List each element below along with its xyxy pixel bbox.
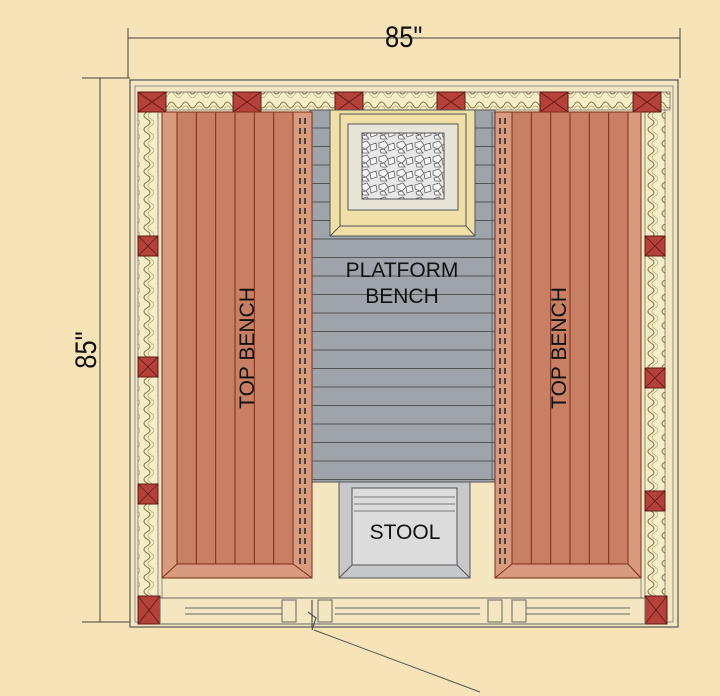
top-bench-left: TOP BENCH [161,111,313,579]
wall-post-cross [644,235,666,257]
wall-post-cross [644,490,666,512]
height-dimension: 85" [69,77,130,623]
top-bench-left-label: TOP BENCH [236,287,259,409]
width-dimension: 85" [127,20,681,78]
stool: STOOL [338,481,471,579]
wall-post-cross [334,91,364,113]
wall-post-cross [436,91,466,113]
stool-label: STOOL [370,521,441,544]
wall-post-cross [632,91,662,113]
wall-post-cross [539,91,569,113]
top-bench-right: TOP BENCH [494,111,642,579]
platform-bench-label-line1: PLATFORM [346,259,459,282]
wall-post-cross [137,91,167,113]
wall-post-cross [644,595,668,625]
wall-posts [137,91,668,625]
door-swing-line [313,629,481,693]
wall-post-cross [137,483,159,505]
platform-bench-label-line2: BENCH [365,285,439,308]
front-wall-door [159,597,646,693]
wall-post-cross [137,356,159,378]
heater-stones [361,132,445,200]
heater [329,109,476,237]
wall-post-cross [137,595,161,625]
wall-post-cross [232,91,262,113]
height-dimension-label: 85" [69,331,102,368]
top-bench-right-label: TOP BENCH [548,287,571,409]
wall-post-cross [137,235,159,257]
wall-post-cross [644,367,666,389]
width-dimension-label: 85" [385,20,422,53]
